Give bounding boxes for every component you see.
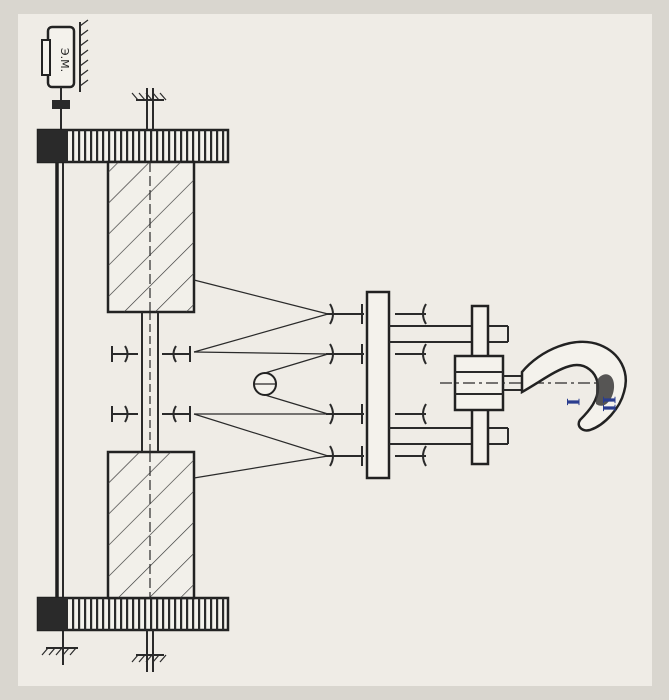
gear-tooth bbox=[102, 598, 105, 630]
gear-tooth bbox=[180, 130, 183, 162]
gear-tooth bbox=[102, 130, 105, 162]
bottom-bearing-left bbox=[41, 647, 78, 656]
top-bearing bbox=[131, 88, 167, 130]
gear-tooth bbox=[198, 598, 201, 630]
gear-tooth bbox=[156, 598, 159, 630]
gear-tooth bbox=[150, 130, 153, 162]
gear-tooth bbox=[114, 598, 117, 630]
traverse-plate bbox=[365, 290, 391, 480]
gear-tooth bbox=[186, 598, 189, 630]
gear-tooth bbox=[150, 598, 153, 630]
gear-tooth bbox=[132, 130, 135, 162]
gear-tooth bbox=[72, 130, 75, 162]
gear-tooth bbox=[180, 598, 183, 630]
gear-tooth bbox=[168, 130, 171, 162]
gear-tooth bbox=[138, 598, 141, 630]
gear-tooth bbox=[90, 598, 93, 630]
gear-tooth bbox=[114, 130, 117, 162]
axle-supports bbox=[111, 345, 191, 423]
gear-tooth bbox=[222, 598, 225, 630]
bottom-bearing-center bbox=[131, 630, 167, 672]
gear-tooth bbox=[138, 130, 141, 162]
gear-tooth bbox=[162, 130, 165, 162]
crane-hook bbox=[520, 340, 627, 432]
gear-tooth bbox=[222, 130, 225, 162]
gear-tooth bbox=[162, 598, 165, 630]
section-label-i: I bbox=[562, 398, 582, 406]
gear-tooth bbox=[198, 130, 201, 162]
bottom-gear bbox=[36, 596, 230, 632]
top-gear bbox=[36, 128, 230, 164]
gear-tooth bbox=[156, 130, 159, 162]
gear-tooth bbox=[126, 130, 129, 162]
gear-tooth bbox=[84, 598, 87, 630]
gear-tooth bbox=[78, 598, 81, 630]
gear-tooth bbox=[96, 130, 99, 162]
gear-tooth bbox=[120, 598, 123, 630]
gear-tooth bbox=[108, 130, 111, 162]
gear-tooth bbox=[204, 598, 207, 630]
electric-motor: Э.М. bbox=[41, 19, 89, 92]
gear-tooth bbox=[216, 130, 219, 162]
gear-tooth bbox=[96, 598, 99, 630]
lower-drum bbox=[106, 450, 196, 600]
gear-tooth bbox=[144, 130, 147, 162]
section-label-ii: II bbox=[598, 396, 618, 412]
gear-tooth bbox=[174, 130, 177, 162]
gear-tooth bbox=[216, 598, 219, 630]
gear-tooth bbox=[72, 598, 75, 630]
gear-tooth bbox=[186, 130, 189, 162]
gear-tooth bbox=[132, 598, 135, 630]
motor-label: Э.М. bbox=[58, 48, 71, 72]
drum-axle bbox=[141, 312, 159, 452]
lower-sheave-supports bbox=[326, 303, 364, 467]
gear-tooth bbox=[144, 598, 147, 630]
upper-drum bbox=[106, 160, 196, 314]
gear-tooth bbox=[84, 130, 87, 162]
gear-tooth bbox=[210, 130, 213, 162]
motor-coupling bbox=[52, 87, 70, 130]
gear-tooth bbox=[126, 598, 129, 630]
gear-tooth bbox=[108, 598, 111, 630]
gear-tooth bbox=[204, 130, 207, 162]
gear-tooth bbox=[192, 130, 195, 162]
gear-tooth bbox=[174, 598, 177, 630]
equalizer-pulley bbox=[253, 372, 277, 396]
hoist-ropes bbox=[193, 279, 329, 479]
gear-tooth bbox=[210, 598, 213, 630]
gear-tooth bbox=[90, 130, 93, 162]
gear-tooth bbox=[168, 598, 171, 630]
gear-tooth bbox=[192, 598, 195, 630]
gear-tooth bbox=[78, 130, 81, 162]
gear-tooth bbox=[120, 130, 123, 162]
hook-crosshead bbox=[440, 304, 615, 466]
